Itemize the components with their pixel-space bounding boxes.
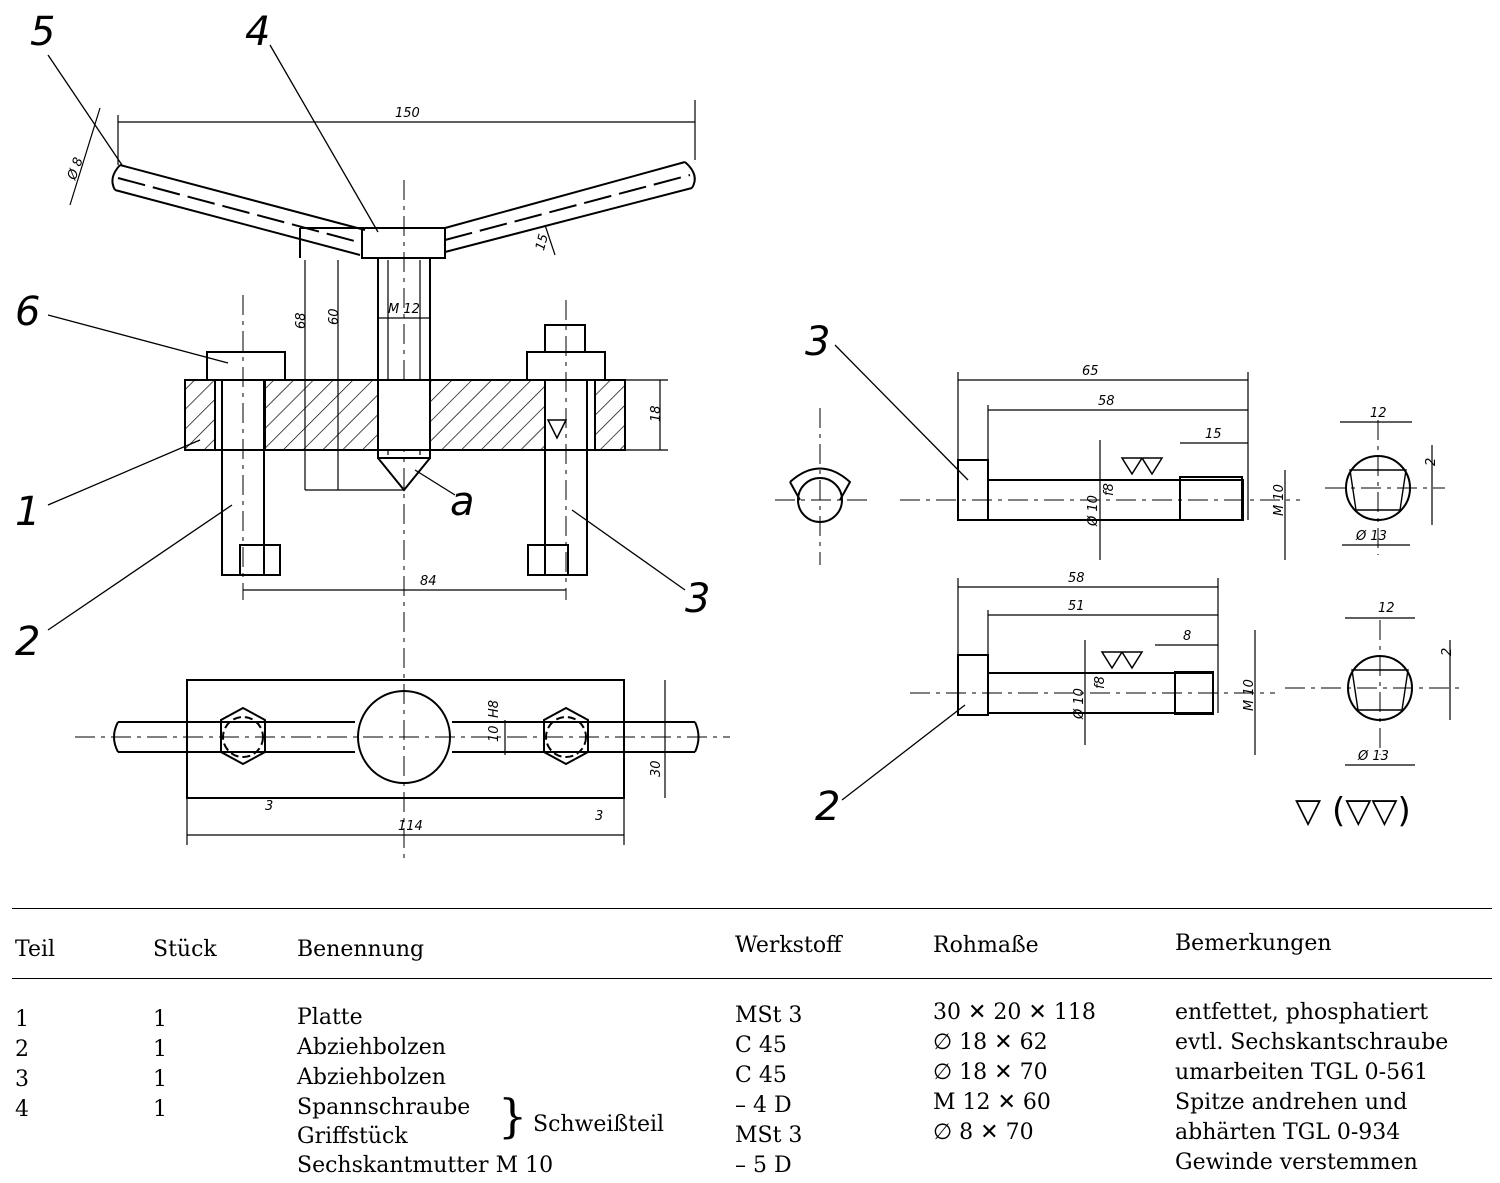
dim-d10-top: Ø 10	[1086, 495, 1101, 527]
weld-group-label: Schweißteil	[533, 1112, 665, 1137]
dim-15-handle: 15	[533, 232, 552, 252]
callout-a: a	[450, 479, 475, 525]
detail-part-3	[775, 372, 1445, 565]
weld-group-brace: }	[498, 1089, 528, 1143]
row-3-bemerkungen: umarbeiten TGL 0-561	[1175, 1060, 1429, 1085]
parts-list: Teil Stück Benennung Werkstoff Rohmaße B…	[0, 905, 1500, 1183]
clamp-screw	[304, 180, 431, 860]
row-4-benennung: Spannschraube	[297, 1095, 471, 1120]
row-2-rohmasse: ∅ 18 ✕ 62	[933, 1030, 1048, 1055]
dim-68: 68	[294, 312, 309, 329]
handle-view	[69, 100, 696, 259]
row-3-teil: 3	[15, 1067, 29, 1092]
callout-1: 1	[15, 489, 40, 535]
bolt-right	[526, 300, 606, 600]
row-5-bemerkungen: abhärten TGL 0-934	[1175, 1120, 1401, 1145]
dim-f8-bottom: f8	[1093, 676, 1108, 689]
row-3-benennung: Abziehbolzen	[297, 1065, 446, 1090]
dim-2-bottom: 2	[1440, 648, 1455, 656]
header-benennung: Benennung	[297, 937, 425, 962]
header-rohmasse: Rohmaße	[933, 933, 1039, 958]
row-4-stueck: 1	[153, 1097, 167, 1122]
dim-d10-bottom: Ø 10	[1072, 688, 1087, 720]
row-6-werkstoff: – 5 D	[735, 1153, 792, 1178]
dim-10: 10	[487, 725, 502, 742]
dim-d13-top: Ø 13	[1355, 529, 1387, 544]
callout-3: 3	[685, 576, 710, 622]
row-1-teil: 1	[15, 1007, 29, 1032]
row-4-rohmasse: M 12 ✕ 60	[933, 1090, 1051, 1115]
row-2-stueck: 1	[153, 1037, 167, 1062]
table-top-rule	[12, 908, 1492, 909]
plan-view	[75, 679, 730, 845]
row-1-bemerkungen: entfettet, phosphatiert	[1175, 1000, 1429, 1025]
dim-h8: H8	[487, 700, 502, 718]
dim-f8-top: f8	[1102, 483, 1117, 496]
row-2-bemerkungen: evtl. Sechskantschraube	[1175, 1030, 1449, 1055]
row-3-werkstoff: C 45	[735, 1063, 787, 1088]
callout-5: 5	[30, 9, 55, 55]
row-6-benennung: Sechskantmutter M 10	[297, 1153, 554, 1178]
dim-60: 60	[327, 308, 342, 325]
dim-18: 18	[649, 405, 664, 422]
dim-3-left: 3	[265, 799, 273, 814]
dim-114: 114	[398, 819, 423, 834]
dim-m10-top: M 10	[1272, 484, 1287, 516]
row-4-teil: 4	[15, 1097, 29, 1122]
row-1-rohmasse: 30 ✕ 20 ✕ 118	[933, 1000, 1096, 1025]
callout-2-detail: 2	[815, 784, 840, 830]
header-werkstoff: Werkstoff	[735, 933, 842, 958]
row-6-bemerkungen: Gewinde verstemmen	[1175, 1150, 1418, 1175]
row-2-werkstoff: C 45	[735, 1033, 787, 1058]
row-1-werkstoff: MSt 3	[735, 1003, 803, 1028]
dim-150: 150	[395, 106, 420, 121]
dim-12-top: 12	[1370, 406, 1387, 421]
table-header-rule	[12, 978, 1492, 979]
row-4-bemerkungen: Spitze andrehen und	[1175, 1090, 1408, 1115]
surface-finish-note: ▽ (▽▽)	[1295, 791, 1411, 831]
row-1-stueck: 1	[153, 1007, 167, 1032]
row-2-teil: 2	[15, 1037, 29, 1062]
dim-3-right: 3	[595, 809, 603, 824]
header-bemerkungen: Bemerkungen	[1175, 931, 1332, 956]
callout-6: 6	[15, 289, 40, 335]
row-2-benennung: Abziehbolzen	[297, 1035, 446, 1060]
header-teil: Teil	[15, 937, 56, 962]
row-4-werkstoff: – 4 D	[735, 1093, 792, 1118]
callout-3-detail: 3	[805, 319, 830, 365]
detail-part-2	[910, 578, 1460, 766]
row-1-benennung: Platte	[297, 1005, 363, 1030]
row-5-werkstoff: MSt 3	[735, 1123, 803, 1148]
dim-84: 84	[420, 574, 437, 589]
dim-30: 30	[649, 760, 664, 777]
plate-section	[184, 379, 668, 451]
dim-12-bottom: 12	[1378, 601, 1395, 616]
dim-d13-bottom: Ø 13	[1357, 749, 1389, 764]
callout-2: 2	[15, 619, 40, 665]
dim-m12: M 12	[388, 302, 420, 317]
dim-65: 65	[1082, 364, 1099, 379]
callout-4: 4	[245, 9, 270, 55]
dim-2-top: 2	[1424, 458, 1439, 466]
dim-m10-bottom: M 10	[1242, 679, 1257, 711]
dim-15-detail: 15	[1205, 427, 1222, 442]
bolt-left	[206, 295, 286, 600]
header-stueck: Stück	[153, 937, 217, 962]
dim-8: 8	[1183, 629, 1191, 644]
technical-drawing: 5 4 6 1 2 3 a 3 2 150 Ø 8 15 68 60 M 12 …	[15, 9, 1460, 860]
dim-51: 51	[1068, 599, 1085, 614]
dim-58-top: 58	[1098, 394, 1115, 409]
dim-58-bottom: 58	[1068, 571, 1085, 586]
dim-d8: Ø 8	[65, 156, 87, 183]
row-5-benennung: Griffstück	[297, 1124, 408, 1149]
row-3-rohmasse: ∅ 18 ✕ 70	[933, 1060, 1048, 1085]
leader-lines	[47, 44, 969, 801]
row-3-stueck: 1	[153, 1067, 167, 1092]
row-5-rohmasse: ∅ 8 ✕ 70	[933, 1120, 1034, 1145]
